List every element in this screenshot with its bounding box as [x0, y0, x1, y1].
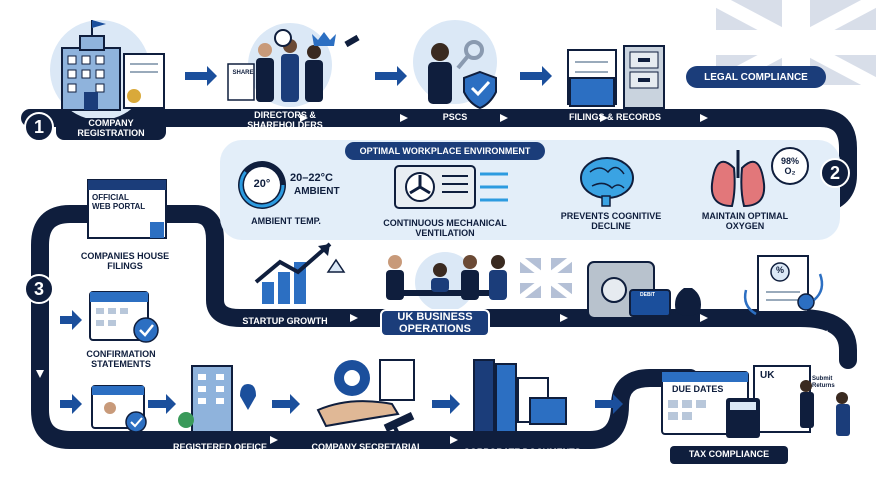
team-icon [386, 252, 574, 312]
oxygen-percent: 98% [780, 156, 799, 166]
corporate-documents-label: CORPORATE DOCUMENTS [463, 447, 581, 458]
legal-compliance-badge: LEGAL COMPLIANCE [686, 66, 826, 88]
pscs-label: PSCs [442, 112, 468, 123]
confirmation-label: CONFIRMATION STATEMENTS [86, 349, 156, 370]
thermostat-reading: 20° [253, 178, 271, 190]
companies-house-label: COMPANIES HOUSE FILINGS [80, 251, 170, 272]
uk-operations-label: UK BUSINESS OPERATIONS [380, 309, 490, 337]
tax-compliance-icon [661, 365, 850, 438]
binders-icon [473, 359, 567, 433]
brain-icon [580, 157, 634, 207]
vat-document-icon [743, 255, 824, 316]
business-banking-label: BUSINESS BANKING [594, 329, 686, 340]
card-text: DEBIT [640, 292, 655, 298]
share-doc-text: SHARE [232, 70, 254, 76]
filing-cabinet-icon [567, 45, 665, 109]
vat-registration-label: VAT REGISTRATION [741, 329, 829, 340]
startup-growth-label: STARTUP GROWTH [242, 316, 328, 327]
step-2-badge: 2 [820, 158, 850, 188]
filings-label: FILINGS & RECORDS [568, 112, 661, 123]
tax-compliance-label: TAX COMPLIANCE [670, 446, 788, 464]
company-registration-label: COMPANY REGISTRATION [56, 118, 166, 140]
oxygen-symbol: O₂ [784, 166, 796, 176]
office-building-icon [178, 365, 256, 433]
due-dates-text: DUE DATES [672, 384, 724, 394]
psc-icon [413, 20, 497, 110]
step-1-badge: 1 [24, 112, 54, 142]
ambient-temp-label: AMBIENT TEMP. [251, 216, 321, 226]
directors-icon [227, 23, 360, 107]
step-3-badge: 3 [24, 274, 54, 304]
calendar-user-icon [91, 385, 147, 433]
building-icon [50, 20, 165, 120]
uk-text: UK [760, 370, 775, 381]
portal-title: OFFICIAL WEB PORTAL [92, 193, 146, 211]
ventilation-label: CONTINUOUS MECHANICAL VENTILATION [383, 218, 507, 239]
submit-returns-text: Submit Returns [812, 376, 835, 389]
temp-range: 20–22°C [290, 172, 333, 184]
environment-title: OPTIMAL WORKPLACE ENVIRONMENT [345, 142, 545, 160]
vat-percent: % [775, 265, 784, 275]
monitor-icon [87, 179, 167, 239]
safe-icon [587, 261, 701, 319]
lungs-icon [710, 147, 809, 208]
growth-chart-icon [254, 242, 346, 304]
registered-office-label: REGISTERED OFFICE SERVICES [172, 442, 267, 462]
secretarial-label: COMPANY SECRETARIAL SERVICES [311, 442, 423, 462]
ambient-label: AMBIENT [294, 186, 340, 197]
secretarial-icon [316, 359, 415, 443]
ventilation-icon [394, 165, 508, 209]
calendar-check-icon [89, 291, 159, 343]
thermostat-icon [238, 161, 286, 209]
oxygen-label: MAINTAIN OPTIMAL OXYGEN [701, 211, 789, 232]
cognitive-label: PREVENTS COGNITIVE DECLINE [560, 211, 662, 232]
directors-label: DIRECTORS & SHAREHOLDERS [247, 110, 323, 130]
